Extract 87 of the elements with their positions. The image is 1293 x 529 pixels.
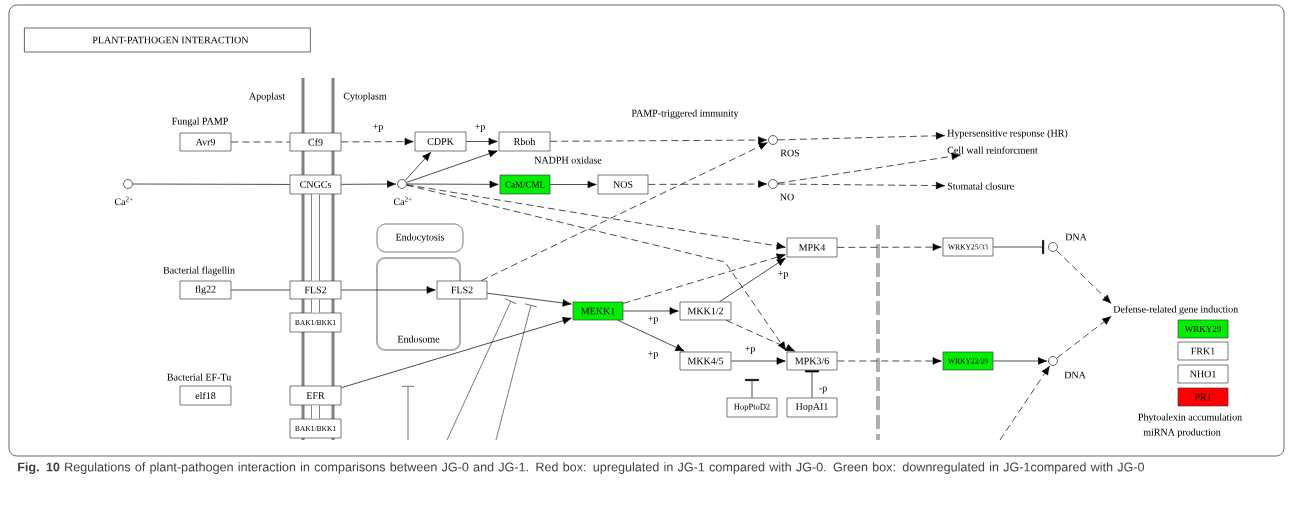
gene-box: MEKK1 — [572, 301, 624, 321]
gene-box: WRKY29 — [1177, 319, 1229, 339]
arrow — [623, 307, 679, 315]
arrow — [777, 181, 945, 190]
edge-label: -p — [818, 386, 828, 394]
compound-label: Ca$^{2+}$ — [393, 196, 412, 206]
gene-box: EFR — [289, 385, 342, 406]
compound-label: NO — [780, 193, 794, 201]
gene-box: MPK4 — [786, 237, 838, 258]
region-label: Apoplast — [249, 92, 285, 102]
gene-box: FLS2 — [289, 280, 342, 300]
gene-box: PR1 — [1177, 387, 1229, 407]
arrow — [731, 357, 786, 365]
arrow — [487, 292, 572, 307]
compound-label: DNA — [1065, 233, 1087, 241]
arrow — [725, 320, 795, 352]
edge-label: +p — [777, 270, 789, 280]
gene-box: FLS2 — [436, 280, 488, 300]
arrow — [623, 253, 786, 304]
node-caption: Fungal PAMP — [172, 117, 228, 127]
gene-box: HopAI1 — [786, 397, 838, 418]
arrow — [406, 180, 499, 189]
gene-box: NHO1 — [1177, 364, 1229, 384]
arrow — [1056, 316, 1112, 359]
edge-label: +p — [474, 123, 486, 133]
arrow — [805, 370, 819, 398]
gene-box: MKK1/2 — [679, 301, 732, 321]
arrow — [837, 243, 942, 251]
region-label: miRNA production — [1143, 428, 1221, 438]
arrow — [837, 357, 942, 365]
gene-box: Avr9 — [179, 132, 232, 152]
compound-label: DNA — [1064, 371, 1086, 379]
arrow — [993, 357, 1048, 365]
gene-box: Rboh — [498, 131, 551, 152]
arrow — [406, 184, 786, 250]
arrow — [406, 150, 498, 183]
edge-label: +p — [647, 315, 659, 325]
gene-box: Cf9 — [289, 132, 342, 152]
arrow — [341, 317, 572, 389]
gene-box: flg22 — [179, 280, 232, 300]
arrow — [481, 142, 768, 281]
gene-box: HopPtoD2 — [726, 397, 778, 418]
outcome-text: Cell wall reinforcment — [947, 146, 1038, 154]
node-caption: Bacterial EF-Tu — [167, 373, 232, 381]
arrow — [466, 137, 498, 146]
arrow — [999, 365, 1050, 441]
edge-label: +p — [372, 123, 384, 133]
arrow — [1056, 250, 1112, 304]
gene-box: FRK1 — [1177, 341, 1229, 361]
arrow — [648, 180, 768, 188]
arrow — [341, 180, 397, 188]
gene-box: NOS — [597, 174, 649, 195]
gene-box: MPK3/6 — [786, 351, 838, 371]
arrow — [406, 184, 787, 351]
compound-label: ROS — [780, 149, 800, 157]
node-caption: NADPH oxidase — [534, 156, 602, 164]
process-box: Endocytosis — [376, 223, 464, 253]
node-caption: Bacterial flagellin — [163, 266, 235, 276]
arrow — [617, 320, 685, 352]
gene-box: CDPK — [414, 131, 467, 152]
figure-caption: Fig. 10 Regulations of plant-pathogen interaction in comparisons between JG-0 and JG-1. Red box: upregulated in JG-1 compared with JG-0. Green box: downregulated in JG-1compared with JG-0 — [18, 462, 1145, 474]
compartment-label: Endosome — [397, 335, 440, 343]
edge-label: +p — [744, 345, 756, 355]
outcome-text: Hypersensitive response (HR) — [947, 129, 1068, 139]
arrow — [777, 152, 961, 184]
arrow — [777, 132, 945, 141]
gene-box: CNGCs — [289, 174, 342, 195]
arrow — [550, 136, 768, 144]
arrow — [404, 152, 432, 181]
arrow — [993, 240, 1045, 254]
arrow — [311, 299, 320, 313]
arrow — [341, 286, 436, 294]
gene-box: CaM/CML — [499, 174, 551, 195]
arrow — [341, 137, 414, 146]
region-label: Cytoplasm — [343, 92, 387, 102]
arrow — [311, 405, 320, 419]
title-box: PLANT-PATHOGEN INTERACTION — [24, 27, 311, 53]
arrow — [745, 379, 759, 398]
gene-box: MKK4/5 — [679, 351, 732, 371]
gene-box: elf18 — [179, 385, 232, 406]
region-label: PAMP-triggered immunity — [631, 109, 739, 119]
arrow — [719, 257, 786, 302]
compound-label: Ca$^{2+}$ — [114, 196, 133, 206]
arrow — [550, 180, 597, 189]
edge-label: +p — [647, 350, 659, 360]
outcome-text: Stomatal closure — [947, 182, 1014, 190]
outcome-text: Defense-related gene induction — [1113, 305, 1238, 315]
